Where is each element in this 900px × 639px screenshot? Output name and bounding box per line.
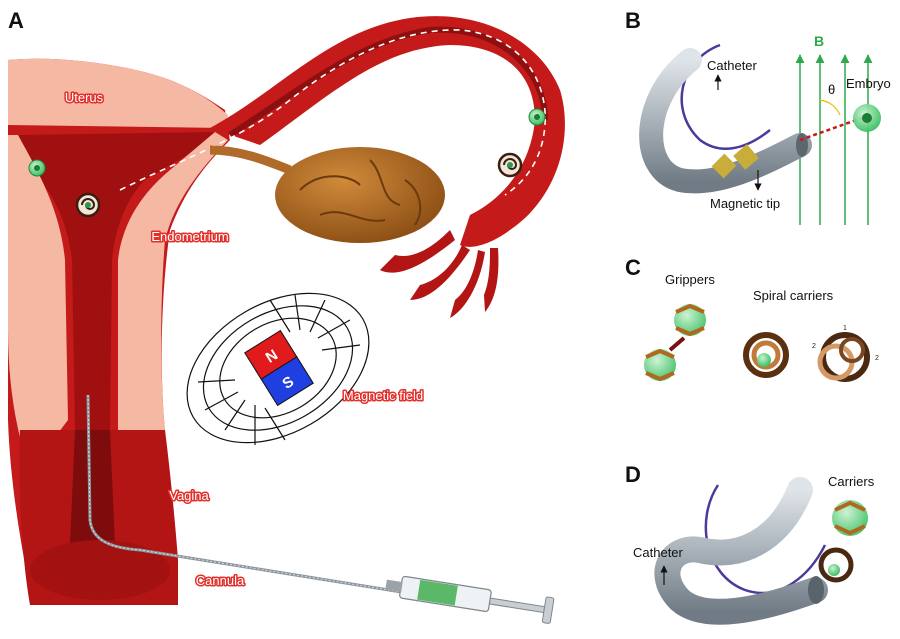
uterus-top [8,58,228,128]
spiral-carrier-empty [817,332,870,382]
label-carriers: Carriers [828,474,875,489]
catheter-opening-b [796,133,808,157]
label-vagina: Vagina [169,488,209,503]
vaginal-opening [30,540,170,600]
panel-b-letter: B [625,8,641,33]
embryo-tube [528,108,546,126]
ovary [275,147,445,243]
label-magnetic-field: Magnetic field [343,388,423,403]
spiral-number-2-left: 2 [812,343,816,350]
fallopian-tube-shade [228,26,548,138]
label-field-b: B [814,33,824,49]
label-catheter-d: Catheter [633,545,684,560]
fallopian-tube [210,16,565,247]
embryo-path [119,29,546,196]
carrier-gripper-d [832,500,868,536]
catheter-opening-d [808,576,824,604]
catheter-tube-b [639,48,812,194]
magnet-field-lines [186,292,370,445]
panel-a-letter: A [8,8,24,33]
label-embryo: Embryo [846,76,891,91]
endometrium-left [8,135,68,470]
gripper-bottom [644,348,676,382]
panel-d: D Carriers Catheter [625,462,875,625]
panel-a: A [8,8,565,624]
fimbriae [380,230,499,318]
spiral-carrier-with-embryo [743,332,789,378]
spiral-number-2-right: 2 [875,355,879,362]
label-angle: θ [828,82,835,97]
gripper-top [674,303,706,337]
magnetic-tip-b [711,144,759,179]
magnet-south [260,356,314,407]
label-magnetic-tip: Magnetic tip [710,196,780,211]
catheter-tube-d [654,477,828,625]
label-spiral-carriers: Spiral carriers [753,288,834,303]
magnet: N S [244,329,314,407]
syringe-fluid [417,579,458,606]
angle-arc [819,99,841,116]
gripper-link [668,336,686,352]
spiral-number-1: 1 [843,325,847,332]
endometrium-right [118,132,228,430]
spiral-carrier-tube [497,152,523,178]
uterine-cavity [18,132,215,430]
spiral-carrier-uterus [75,192,101,218]
syringe-plunger [488,597,546,614]
panel-c: C Grippers Spiral carriers 1 2 2 [625,255,879,382]
cannula-highlight [87,394,421,596]
magnetic-tether [799,116,863,142]
ovary-folds [299,159,422,226]
syringe-hub [385,579,403,593]
embryo-b [853,104,881,132]
panel-c-letter: C [625,255,641,280]
catheter-guide-arc-d [704,484,827,595]
embryo-uterus [28,159,46,177]
label-endometrium: Endometrium [151,229,228,244]
syringe-thumb-rest [541,596,555,624]
syringe [385,575,555,624]
vaginal-canal [70,430,115,545]
label-uterus: Uterus [65,90,104,105]
ovarian-ligament [209,145,292,175]
label-cannula: Cannula [196,573,245,588]
carrier-spiral-d [818,547,854,583]
panel-d-letter: D [625,462,641,487]
panel-b: B Catheter B θ Embryo Magnetic tip [625,8,891,225]
label-catheter-b: Catheter [707,58,758,73]
label-grippers: Grippers [665,272,715,287]
